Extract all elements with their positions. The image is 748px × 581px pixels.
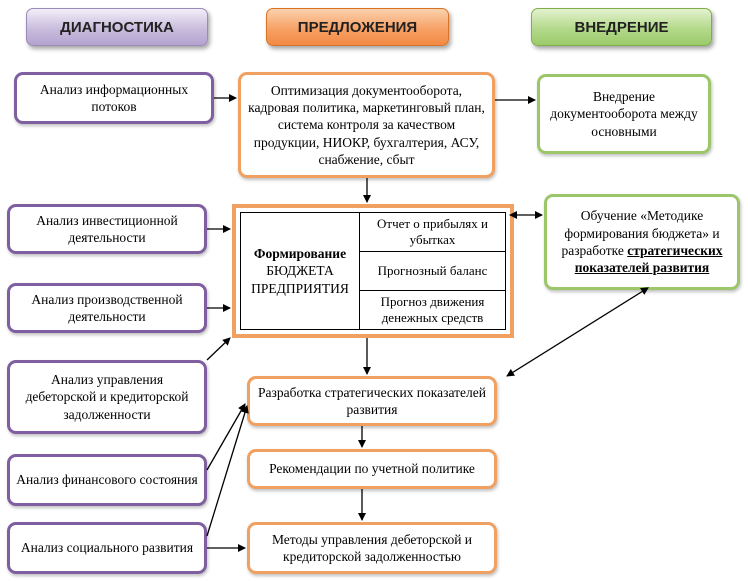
- arrow-social-to-strategic: [206, 405, 249, 537]
- impl-training: Обучение «Методике формирования бюджета»…: [544, 194, 740, 290]
- proposal-debt-methods: Методы управления дебеторской и кредитор…: [247, 522, 497, 574]
- budget-title: Формирование БЮДЖЕТА ПРЕДПРИЯТИЯ: [241, 213, 360, 329]
- proposal-accounting: Рекомендации по учетной политике: [247, 449, 497, 489]
- diag-investment: Анализ инвестиционной деятельности: [7, 204, 207, 254]
- arrow-training-strategic: [506, 287, 649, 377]
- budget-item-profit-loss: Отчет о прибылях и убытках: [360, 213, 505, 252]
- impl-training-text: Обучение «Методике формирования бюджета»…: [561, 208, 720, 258]
- budget-item-forecast-balance: Прогнозный баланс: [360, 252, 505, 291]
- impl-docflow: Внедрение документооборота между основны…: [537, 74, 711, 154]
- proposal-strategic: Разработка стратегических показателей ра…: [247, 376, 497, 426]
- budget-title-line1: Формирование: [253, 245, 347, 261]
- arrow-receivables-to-budget: [206, 337, 231, 361]
- header-implementation: ВНЕДРЕНИЕ: [531, 8, 712, 46]
- arrow-financial-to-strategic: [206, 403, 246, 471]
- diag-financial-state: Анализ финансового состояния: [7, 454, 207, 506]
- budget-block: Формирование БЮДЖЕТА ПРЕДПРИЯТИЯ Отчет о…: [232, 204, 514, 338]
- budget-title-line2: БЮДЖЕТА ПРЕДПРИЯТИЯ: [251, 263, 349, 296]
- diag-info-flows: Анализ информационных потоков: [14, 72, 214, 124]
- header-diagnostics: ДИАГНОСТИКА: [26, 8, 208, 46]
- diag-production: Анализ производственной деятельности: [7, 283, 207, 333]
- diag-receivables: Анализ управления дебеторской и кредитор…: [7, 360, 207, 434]
- budget-item-cash-flow: Прогноз движения денежных средств: [380, 293, 485, 325]
- header-proposals: ПРЕДЛОЖЕНИЯ: [266, 8, 449, 46]
- impl-training-emphasis: стратегических показателей развития: [574, 243, 723, 276]
- diag-social: Анализ социального развития: [7, 522, 207, 574]
- proposal-optimization: Оптимизация документооборота, кадровая п…: [238, 72, 495, 178]
